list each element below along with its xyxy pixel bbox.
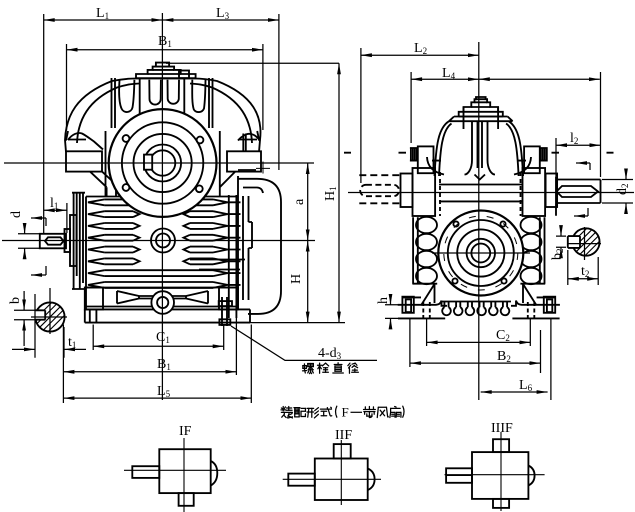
svg-text:IF: IF: [179, 424, 192, 439]
svg-text:h: h: [376, 297, 391, 304]
svg-text:a: a: [292, 198, 307, 205]
svg-text:l2: l2: [570, 131, 578, 146]
svg-text:d: d: [9, 211, 24, 218]
svg-text:IIIF: IIIF: [491, 421, 513, 436]
svg-text:t2: t2: [581, 264, 589, 279]
svg-text:H: H: [289, 274, 304, 284]
svg-text:4-d3: 4-d3: [318, 346, 342, 361]
svg-text:b2: b2: [550, 249, 565, 261]
svg-text:l1: l1: [50, 196, 58, 211]
svg-text:t1: t1: [68, 335, 76, 350]
svg-text:b: b: [8, 297, 23, 304]
svg-text:F: F: [342, 405, 349, 420]
svg-text:d2: d2: [615, 184, 630, 196]
svg-text:IIF: IIF: [335, 428, 352, 443]
